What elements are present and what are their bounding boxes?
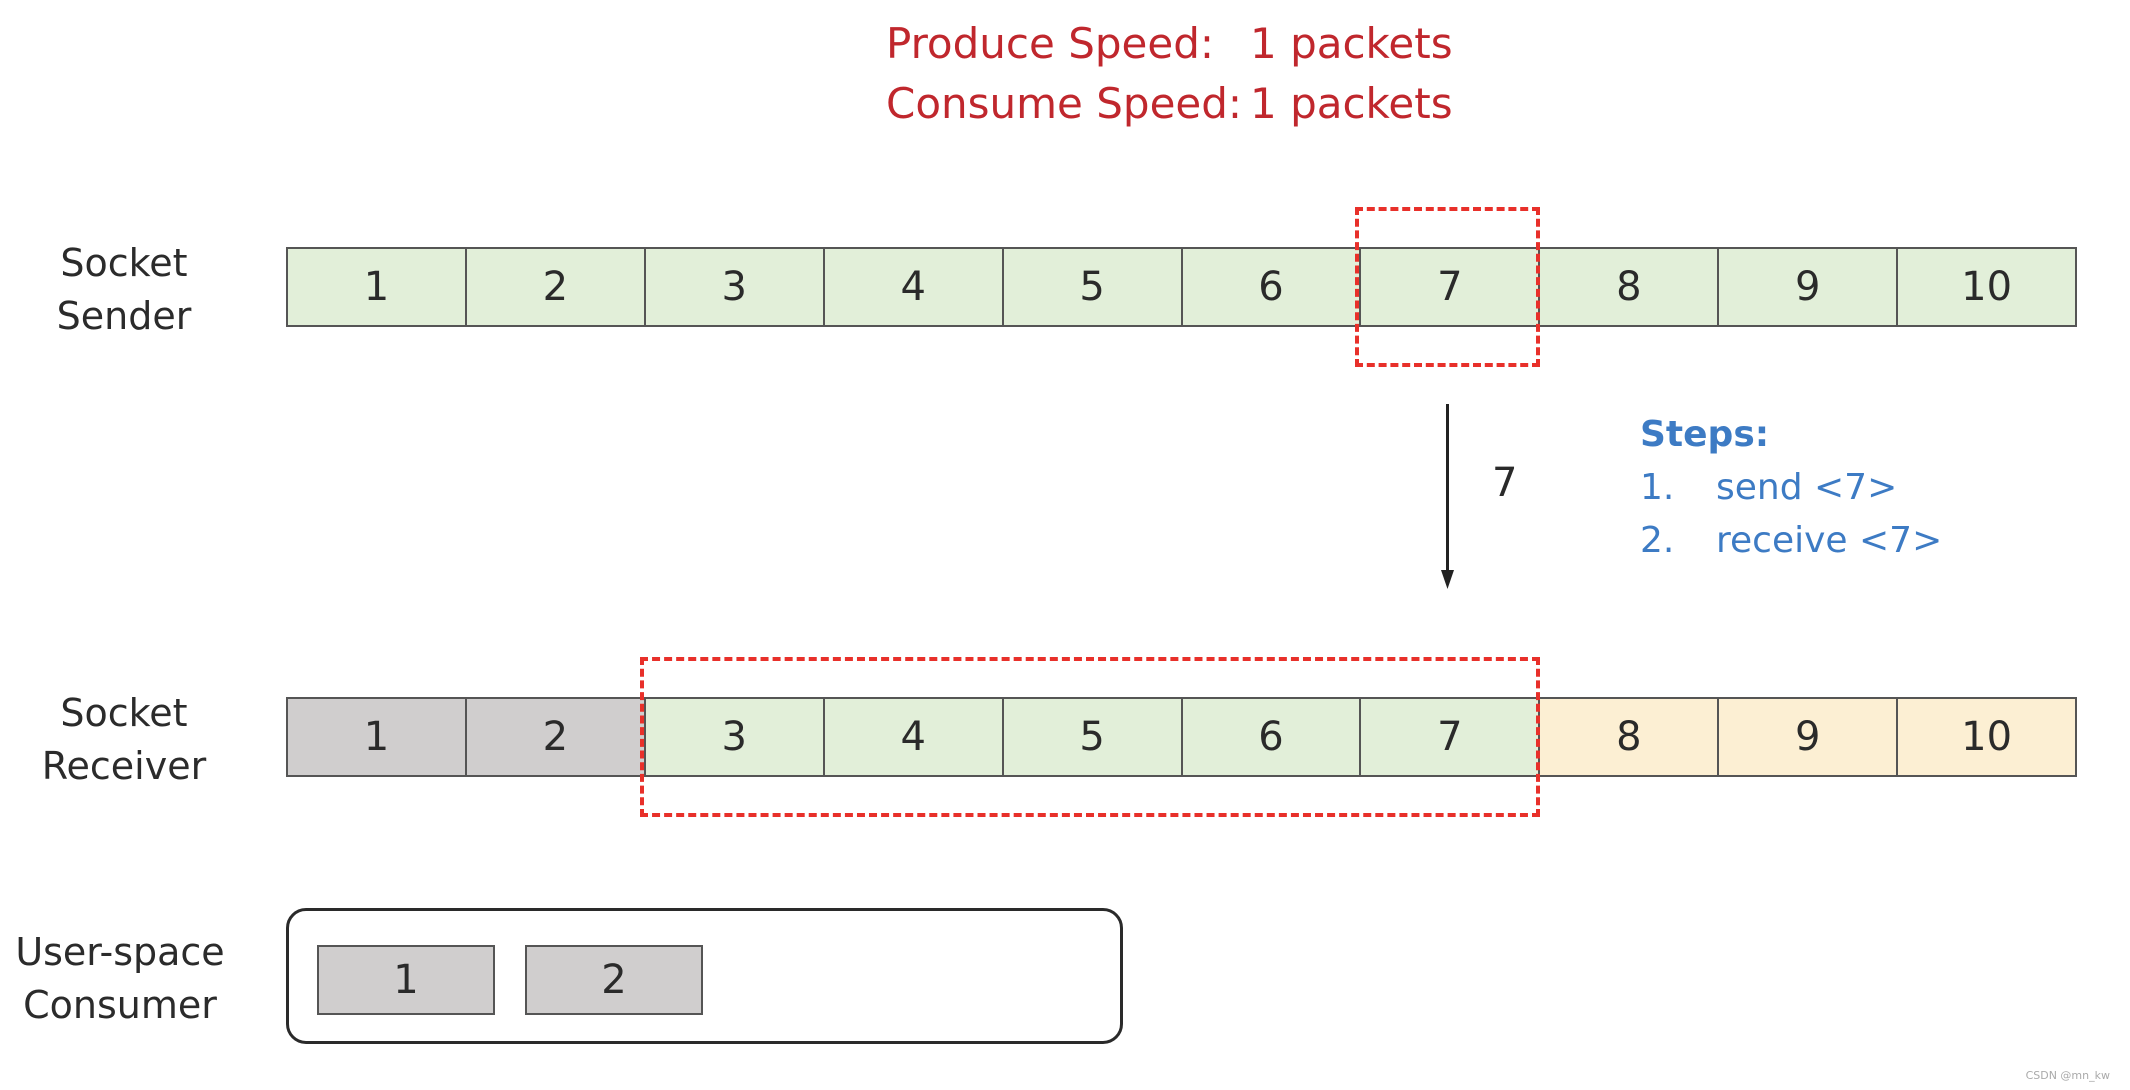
- receiver-packet-window: 4: [824, 699, 1004, 775]
- speed-header: Produce Speed: 1 packets Consume Speed: …: [886, 14, 1453, 134]
- receiver-buffer: 1 2 3 4 5 6 7 8 9 10: [286, 697, 2077, 777]
- sender-packet: 6: [1182, 249, 1362, 325]
- produce-speed-value: 1 packets: [1250, 19, 1453, 68]
- consume-speed-value: 1 packets: [1250, 79, 1453, 128]
- sender-packet: 1: [288, 249, 467, 325]
- sender-packet: 9: [1719, 249, 1899, 325]
- receiver-packet-pending: 9: [1719, 699, 1899, 775]
- sender-packet-highlighted: 7: [1361, 249, 1541, 325]
- sender-buffer: 1 2 3 4 5 6 7 8 9 10: [286, 247, 2077, 327]
- consumer-container: 1 2: [286, 908, 1123, 1044]
- sender-packet: 4: [824, 249, 1004, 325]
- consumer-label-line1: User-space: [15, 930, 225, 974]
- consumer-label-line2: Consumer: [23, 983, 217, 1027]
- step-text: send <7>: [1716, 467, 1898, 508]
- receiver-packet-window: 7: [1361, 699, 1541, 775]
- step-number: 1.: [1640, 467, 1675, 508]
- watermark: CSDN @mn_kw: [2025, 1069, 2110, 1082]
- consumer-packet: 1: [317, 945, 495, 1015]
- receiver-label-line1: Socket: [60, 691, 188, 735]
- receiver-packet-consumed: 1: [288, 699, 467, 775]
- sender-packet: 3: [645, 249, 825, 325]
- consume-speed-row: Consume Speed: 1 packets: [886, 74, 1453, 134]
- sender-packet: 8: [1540, 249, 1720, 325]
- step-item: 1. send <7>: [1640, 461, 1942, 514]
- produce-speed-row: Produce Speed: 1 packets: [886, 14, 1453, 74]
- receiver-label: Socket Receiver: [40, 687, 208, 793]
- transfer-arrow-icon: [1441, 404, 1454, 589]
- steps-list: Steps: 1. send <7> 2. receive <7>: [1640, 408, 1942, 567]
- receiver-label-line2: Receiver: [41, 744, 207, 788]
- step-number: 2.: [1640, 520, 1675, 561]
- transfer-packet-label: 7: [1492, 460, 1518, 506]
- steps-title: Steps:: [1640, 414, 1770, 455]
- sender-packet: 10: [1898, 249, 2076, 325]
- step-text: receive <7>: [1716, 520, 1943, 561]
- sender-label-line2: Sender: [56, 294, 192, 338]
- sender-label: Socket Sender: [40, 237, 208, 343]
- sender-packet: 2: [466, 249, 646, 325]
- produce-speed-label: Produce Speed:: [886, 19, 1215, 68]
- receiver-packet-window: 6: [1182, 699, 1362, 775]
- step-item: 2. receive <7>: [1640, 514, 1942, 567]
- receiver-packet-consumed: 2: [466, 699, 646, 775]
- consumer-label: User-space Consumer: [10, 926, 230, 1032]
- receiver-packet-window: 3: [645, 699, 825, 775]
- receiver-packet-pending: 8: [1540, 699, 1720, 775]
- consumer-packet: 2: [525, 945, 703, 1015]
- receiver-packet-pending: 10: [1898, 699, 2076, 775]
- consume-speed-label: Consume Speed:: [886, 79, 1243, 128]
- sender-packet: 5: [1003, 249, 1183, 325]
- sender-label-line1: Socket: [60, 241, 188, 285]
- receiver-packet-window: 5: [1003, 699, 1183, 775]
